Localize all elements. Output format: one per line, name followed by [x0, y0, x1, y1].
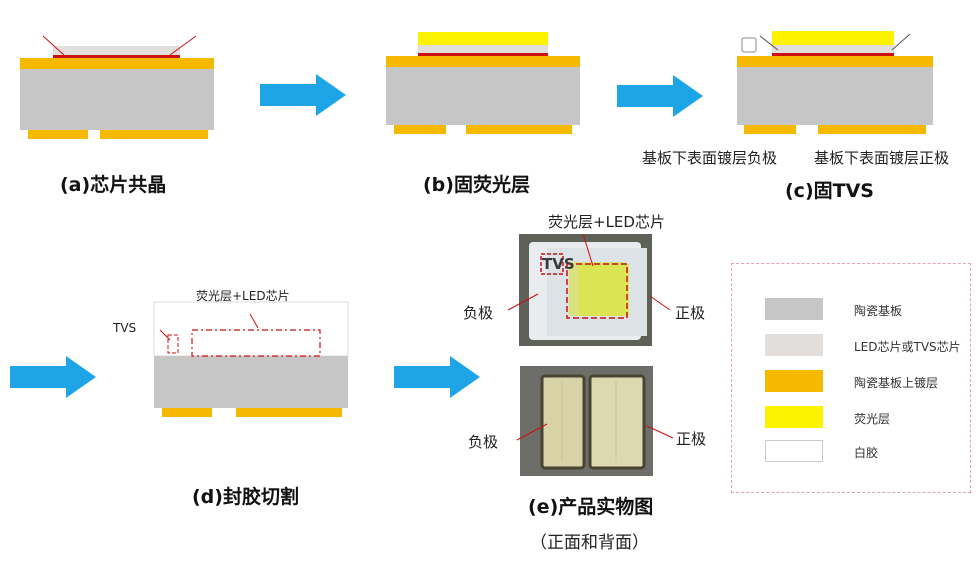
step-c-caption: (c)固TVS [785, 180, 874, 202]
legend: 陶瓷基板 LED芯片或TVS芯片 陶瓷基板上镀层 荧光层 白胶 [731, 263, 971, 493]
step-c-graphic [737, 31, 933, 134]
step-e-neg-back: 负极 [468, 433, 499, 451]
pointer-right [169, 35, 197, 56]
pointer-left [759, 35, 779, 51]
led-chip [772, 45, 894, 54]
legend-label: LED芯片或TVS芯片 [854, 340, 961, 354]
led-outline [191, 329, 321, 357]
step-e-top-label: 荧光层+LED芯片 [548, 213, 665, 231]
eutectic-line [772, 53, 894, 56]
white-glue [153, 301, 349, 357]
legend-label: 荧光层 [854, 412, 891, 426]
legend-label: 陶瓷基板上镀层 [854, 376, 939, 390]
product-front-photo [519, 234, 652, 346]
legend-swatch-phosphor [765, 406, 823, 428]
led-chip [53, 46, 180, 56]
tvs-outline [167, 334, 179, 354]
bottom-pad-right [236, 408, 342, 417]
top-plating [386, 56, 580, 67]
eutectic-line [53, 55, 180, 58]
bottom-pad-left [28, 130, 88, 139]
pointer-lines [507, 293, 671, 311]
legend-swatch-plating [765, 370, 823, 392]
step-d-caption: (d)封胶切割 [192, 486, 299, 508]
led-chip [418, 45, 548, 54]
arrow-right-icon [260, 74, 346, 116]
legend-swatch-white-glue [765, 440, 823, 462]
pointer-right [891, 33, 911, 51]
step-a-caption: (a)芯片共晶 [60, 174, 167, 196]
step-b-diagram [370, 0, 600, 150]
eutectic-line [418, 53, 548, 56]
step-e-tvs-label: TVS [542, 255, 575, 273]
bottom-pad-left [162, 408, 212, 417]
bottom-pad-right [466, 125, 572, 134]
step-e-neg-front: 负极 [463, 304, 494, 322]
step-d-tvs-label: TVS [113, 321, 137, 335]
arrow-right-icon [394, 356, 480, 398]
pointer-left [42, 35, 65, 56]
ceramic-substrate [154, 356, 348, 408]
top-plating [20, 58, 214, 69]
ceramic-substrate [20, 69, 214, 130]
tvs-pointer [159, 329, 171, 341]
top-plating [737, 56, 933, 67]
step-e-sub-caption: （正面和背面） [530, 533, 649, 553]
step-e-pos-back: 正极 [676, 430, 707, 448]
bottom-pad-left [744, 125, 796, 134]
bottom-pad-right [100, 130, 208, 139]
step-b-graphic [386, 32, 580, 134]
step-a-graphic [20, 35, 214, 139]
legend-swatch-chip [765, 334, 823, 356]
legend-swatch-ceramic [765, 298, 823, 320]
step-c-neg-note: 基板下表面镀层负极 [642, 149, 778, 167]
product-back-photo [520, 366, 653, 476]
legend-label: 陶瓷基板 [854, 304, 903, 318]
step-a-diagram [0, 0, 250, 150]
step-e-caption: (e)产品实物图 [528, 496, 654, 518]
phosphor-layer [772, 31, 894, 45]
legend-label: 白胶 [854, 446, 879, 460]
led-pointer [249, 313, 259, 329]
step-d-graphic [153, 301, 349, 417]
ceramic-substrate [737, 67, 933, 125]
pointer-lines [516, 423, 674, 441]
step-b-caption: (b)固荧光层 [423, 174, 530, 196]
step-d-diagram [150, 300, 355, 425]
bottom-pad-left [394, 125, 446, 134]
step-c-diagram [720, 0, 970, 150]
arrow-right-icon [617, 75, 703, 117]
tvs-chip [741, 37, 757, 53]
arrow-right-icon [10, 356, 96, 398]
ceramic-substrate [386, 67, 580, 125]
step-e-pos-front: 正极 [675, 304, 706, 322]
bottom-pad-right [818, 125, 926, 134]
step-d-chip-label: 荧光层+LED芯片 [196, 289, 290, 303]
phosphor-layer [418, 32, 548, 45]
step-c-pos-note: 基板下表面镀层正极 [814, 149, 950, 167]
